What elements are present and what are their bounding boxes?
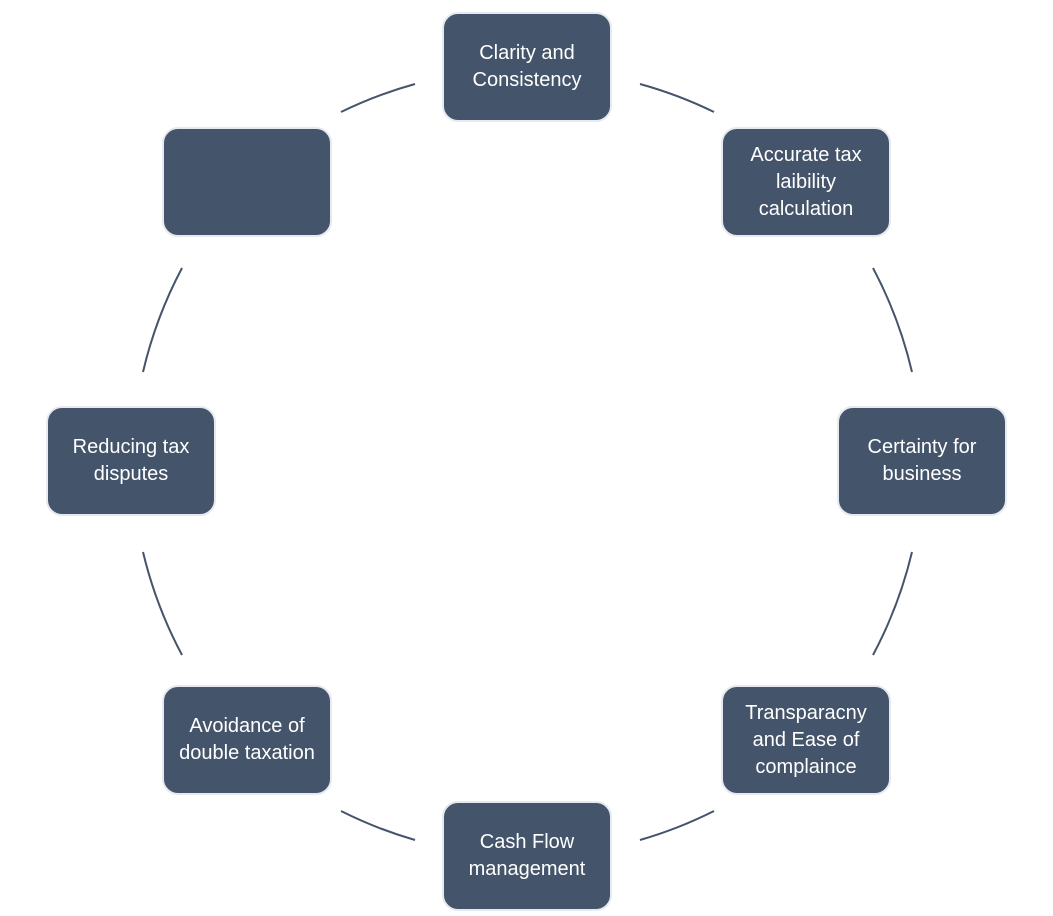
node-label: Certainty for business xyxy=(867,436,977,485)
node-empty xyxy=(162,127,332,237)
connector-5-6 xyxy=(340,810,416,841)
connector-8-1 xyxy=(340,83,416,113)
node-accurate-tax-liability-calculation: Accurate tax laibility calculation xyxy=(721,127,891,237)
connector-7-8 xyxy=(142,267,183,373)
connector-1-2 xyxy=(639,83,715,113)
node-cash-flow-management: Cash Flow management xyxy=(442,801,612,911)
connector-6-7 xyxy=(142,551,183,656)
node-label: Reducing tax disputes xyxy=(72,436,190,485)
connector-2-3 xyxy=(872,267,913,373)
node-certainty-for-business: Certainty for business xyxy=(837,406,1007,516)
node-label: Avoidance of double taxation xyxy=(179,715,315,764)
node-clarity-and-consistency: Clarity and Consistency xyxy=(442,12,612,122)
node-label: Accurate tax laibility calculation xyxy=(750,143,862,220)
node-label: Transparacny and Ease of complaince xyxy=(745,701,867,778)
node-avoidance-of-double-taxation: Avoidance of double taxation xyxy=(162,685,332,795)
node-transparency-and-ease-of-compliance: Transparacny and Ease of complaince xyxy=(721,685,891,795)
node-label: Cash Flow management xyxy=(468,831,586,880)
connector-4-5 xyxy=(639,810,715,841)
node-reducing-tax-disputes: Reducing tax disputes xyxy=(46,406,216,516)
node-label: Clarity and Consistency xyxy=(472,42,582,91)
connector-3-4 xyxy=(872,551,913,656)
